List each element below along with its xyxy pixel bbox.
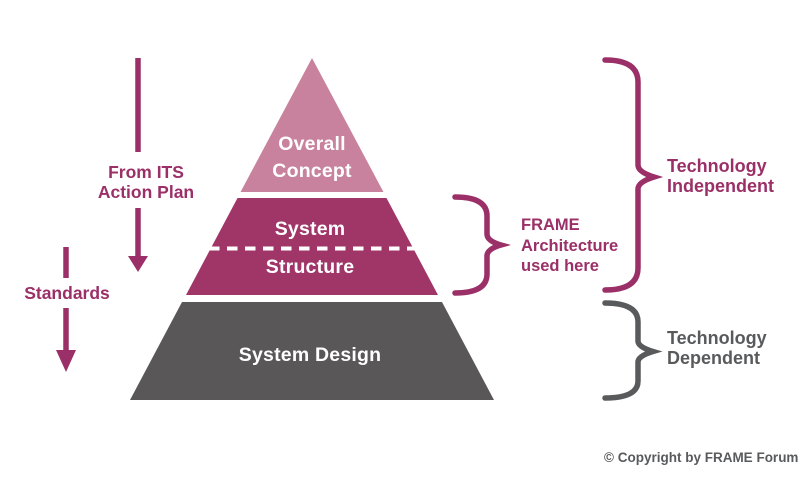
technology-independent-line1: Technology bbox=[667, 156, 767, 176]
frame-note-line1: FRAME bbox=[521, 216, 580, 234]
technology-dependent-line1: Technology bbox=[667, 328, 767, 348]
system-label: System bbox=[274, 218, 346, 240]
frame-note-line3: used here bbox=[521, 257, 599, 276]
technology-dependent-brace bbox=[602, 300, 663, 401]
its-action-plan-arrow-head bbox=[128, 256, 148, 272]
technology-dependent-line2: Dependent bbox=[667, 347, 761, 368]
frame-note-line2: Architecture bbox=[521, 236, 619, 255]
standards-label: Standards bbox=[24, 283, 110, 303]
from-its-line1: From ITS bbox=[108, 162, 184, 182]
copyright-notice: © Copyright by FRAME Forum bbox=[604, 450, 799, 465]
pyramid-level-system-structure bbox=[186, 198, 438, 295]
structure-label: Structure bbox=[265, 256, 355, 278]
system-design-label: System Design bbox=[238, 344, 382, 366]
from-its-line2: Action Plan bbox=[97, 182, 195, 202]
overall-concept-line2: Concept bbox=[272, 160, 352, 182]
frame-architecture-brace bbox=[452, 194, 512, 296]
pyramid-level-overall-concept bbox=[240, 58, 384, 192]
standards-arrow-head bbox=[56, 350, 76, 372]
technology-independent-label: Technology Independent bbox=[667, 156, 774, 196]
technology-independent-line2: Independent bbox=[667, 175, 774, 196]
from-its-action-plan-label: From ITS Action Plan bbox=[61, 162, 231, 202]
technology-independent-brace bbox=[602, 57, 664, 293]
pyramid-level-system-design bbox=[130, 302, 494, 400]
overall-concept-line1: Overall bbox=[278, 133, 346, 155]
technology-dependent-label: Technology Dependent bbox=[667, 328, 767, 368]
overall-concept-label: Overall Concept bbox=[232, 131, 392, 185]
frame-architecture-note: FRAME Architecture used here bbox=[521, 215, 618, 277]
